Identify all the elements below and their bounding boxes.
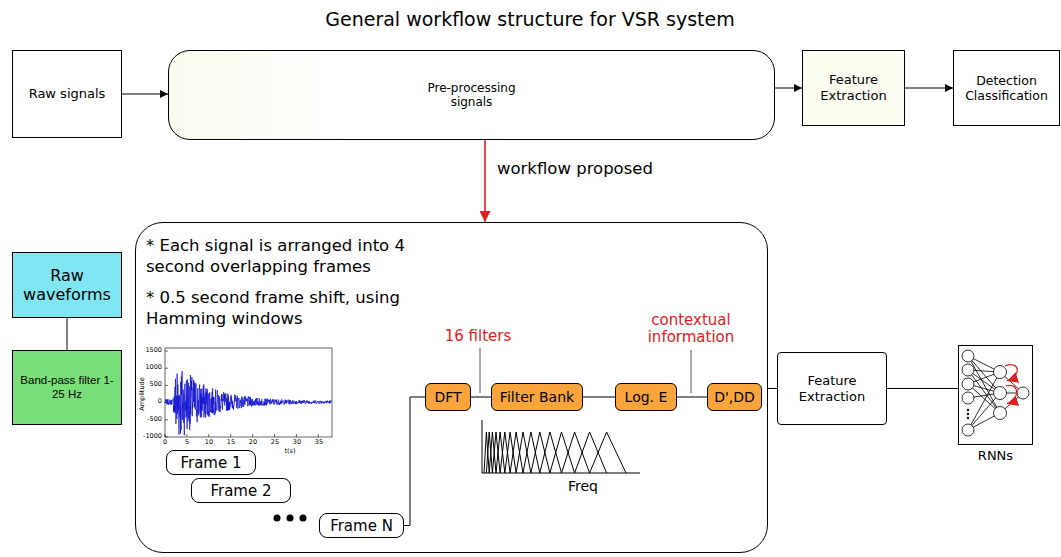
ellipsis-dots	[274, 515, 307, 522]
connector	[905, 88, 953, 89]
plot-label: -500	[147, 416, 162, 423]
node-label: D',DD	[714, 389, 755, 406]
annotation: 16 filters	[445, 328, 512, 345]
node-label: Frame N	[330, 517, 393, 535]
connector	[775, 88, 802, 89]
node-label: Log. E	[625, 389, 668, 406]
node-label: Feature Extraction	[781, 373, 883, 404]
rnn-network	[962, 350, 1029, 436]
connector	[67, 318, 68, 350]
node-label: Pre-processing signals	[417, 81, 527, 110]
frame-box: Frame N	[319, 513, 404, 538]
filter-triangles	[484, 432, 626, 473]
node-label: Band-pass filter 1-25 Hz	[17, 374, 117, 402]
waveform	[165, 371, 331, 435]
leader-line	[480, 348, 481, 393]
panel-note: * 0.5 second frame shift, using Hamming …	[146, 287, 446, 330]
node-label: DFT	[434, 389, 461, 406]
plot-label: 5	[185, 439, 189, 446]
plot-label: 0	[158, 398, 162, 405]
plot-label: Amplitude	[139, 377, 146, 410]
node-label: Frame 2	[210, 482, 271, 500]
plot-label: -1000	[143, 433, 162, 440]
plot-label: 30	[293, 439, 301, 446]
connector	[484, 140, 486, 222]
step-box: Log. E	[615, 383, 677, 411]
node-label: Filter Bank	[500, 389, 574, 406]
input-box: Raw waveforms	[12, 252, 122, 318]
connector	[583, 397, 615, 398]
connector	[471, 397, 491, 398]
step-box: Filter Bank	[491, 383, 583, 411]
edge-label: workflow proposed	[497, 160, 653, 179]
workflow-panel: * Each signal is arranged into 4 second …	[135, 222, 768, 553]
frame-box: Frame 1	[166, 450, 256, 475]
connector	[768, 388, 777, 389]
connector	[404, 397, 425, 526]
plot-label: 35	[315, 439, 323, 446]
leader-line	[691, 350, 692, 393]
node-heading: RNNs	[978, 448, 1013, 464]
plot-label: 15	[227, 439, 235, 446]
step-box: DFT	[425, 383, 471, 411]
process-box: Feature Extraction	[802, 50, 905, 126]
annotation: contextual information	[636, 312, 746, 347]
plot-label: 10	[205, 439, 213, 446]
node-label: Frame 1	[180, 454, 241, 472]
process-box: Feature Extraction	[777, 352, 887, 425]
diagram-title: General workflow structure for VSR syste…	[325, 9, 734, 31]
network-box: RNNs	[958, 345, 1033, 445]
plot-label: 0	[163, 439, 167, 446]
step-box: D',DD	[707, 383, 762, 411]
connector	[677, 397, 707, 398]
plot-label: 25	[271, 439, 279, 446]
plot-label: 20	[249, 439, 257, 446]
node-label: Raw signals	[29, 86, 106, 102]
node-label: Feature Extraction	[806, 72, 901, 103]
plot-label: 500	[150, 381, 162, 388]
connector	[122, 94, 168, 95]
process-band: Pre-processing signals	[168, 50, 775, 140]
recurrent-arrows	[1005, 365, 1017, 404]
plot-label: 1500	[145, 347, 162, 354]
node-label: Detection Classification	[957, 73, 1056, 103]
frame-box: Frame 2	[191, 478, 291, 503]
freq-axis	[482, 420, 483, 473]
plot-label: t(s)	[284, 448, 295, 455]
axis-label: Freq	[568, 478, 598, 494]
connector	[887, 388, 958, 389]
panel-note: * Each signal is arranged into 4 second …	[146, 235, 446, 278]
plot-label: 1000	[145, 364, 162, 371]
output-box: Detection Classification	[953, 50, 1060, 126]
filter-box: Band-pass filter 1-25 Hz	[12, 350, 122, 425]
plot-frame	[165, 348, 332, 437]
node-label: Raw waveforms	[19, 266, 115, 304]
source-box: Raw signals	[12, 50, 122, 138]
